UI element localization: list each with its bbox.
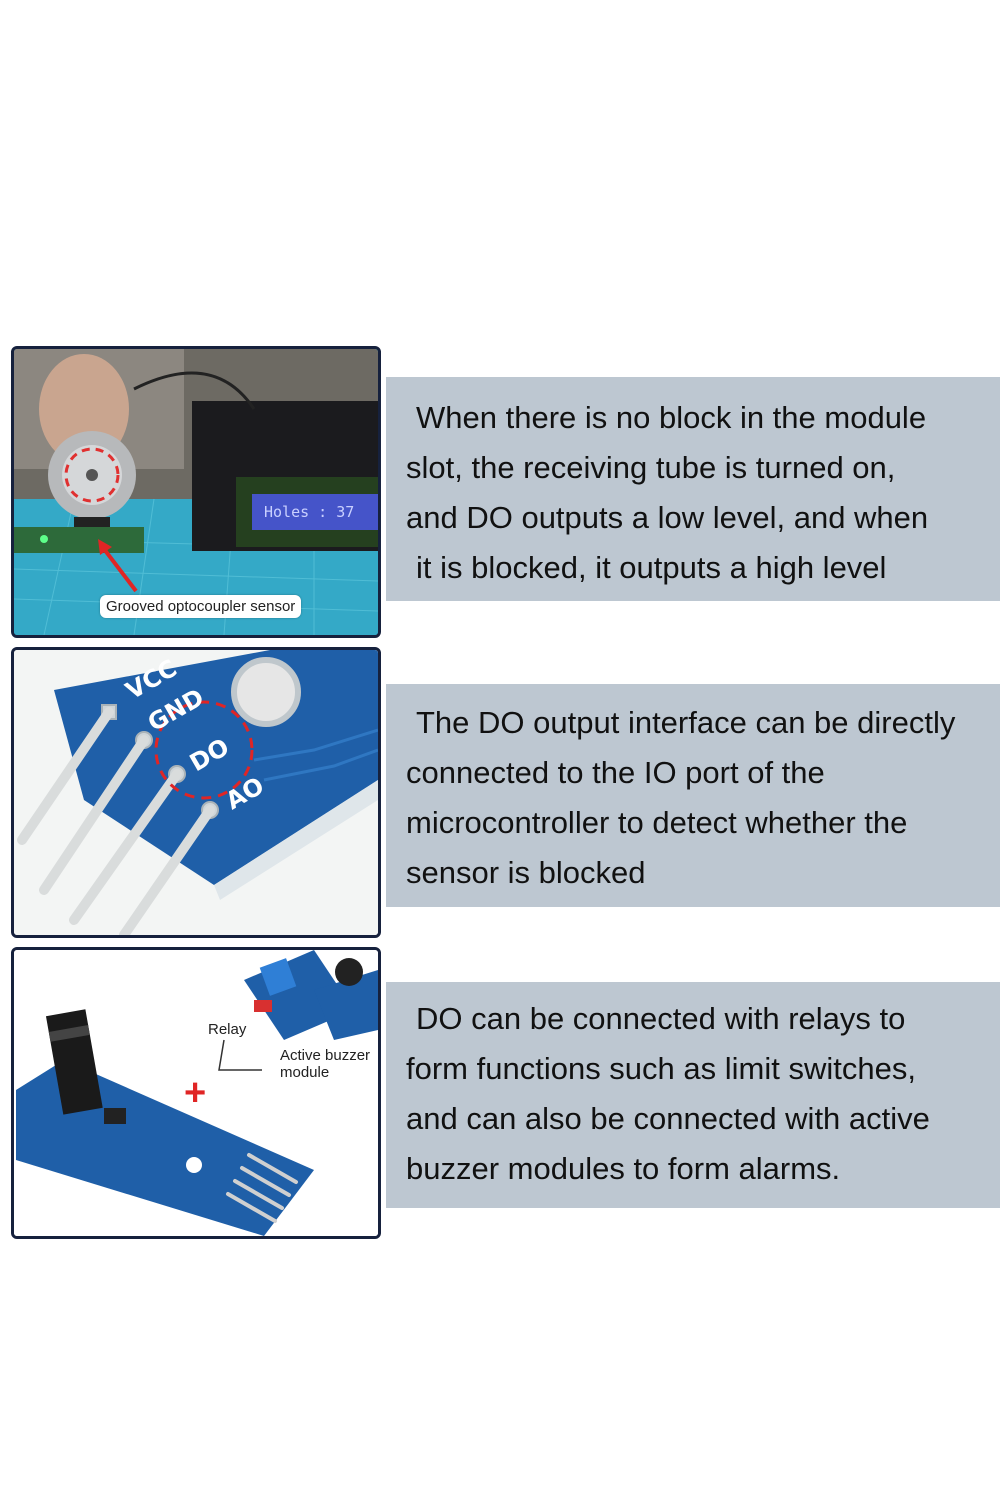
text-line: buzzer modules to form alarms. (406, 1151, 841, 1186)
callout-label: Grooved optocoupler sensor (100, 595, 302, 618)
module-combination-illustration (14, 950, 378, 1236)
relay-label: Relay (208, 1021, 247, 1038)
plus-sign: + (184, 1072, 207, 1114)
pin-header-photo: VCC GND DO AO (11, 647, 381, 938)
text-line: it is blocked, it outputs a high level (416, 550, 887, 585)
description-box-2: The DO output interface can be directly … (386, 684, 1000, 907)
optocoupler-demo-illustration: Holes : 37 (14, 349, 378, 635)
lcd-readout: Holes : 37 (264, 503, 354, 521)
text-line: sensor is blocked (406, 855, 646, 890)
text-line: form functions such as limit switches, (406, 1051, 916, 1086)
text-line: The DO output interface can be directly (416, 705, 956, 740)
text-line: microcontroller to detect whether the (406, 805, 908, 840)
module-combination-photo: Relay Active buzzer module + (11, 947, 381, 1239)
buzzer-label-line2: module (280, 1064, 330, 1081)
pin-header-illustration: VCC GND DO AO (14, 650, 378, 935)
text-line: When there is no block in the module (416, 400, 927, 435)
description-box-1: When there is no block in the module slo… (386, 377, 1000, 601)
description-box-3: DO can be connected with relays to form … (386, 982, 1000, 1208)
text-line: and DO outputs a low level, and when (406, 500, 929, 535)
buzzer-label-line1: Active buzzer (280, 1047, 371, 1064)
text-line: slot, the receiving tube is turned on, (406, 450, 896, 485)
text-line: and can also be connected with active (406, 1101, 930, 1136)
text-line: DO can be connected with relays to (416, 1001, 906, 1036)
optocoupler-demo-photo: Holes : 37 Grooved optocoupler sensor (11, 346, 381, 638)
text-line: connected to the IO port of the (406, 755, 825, 790)
